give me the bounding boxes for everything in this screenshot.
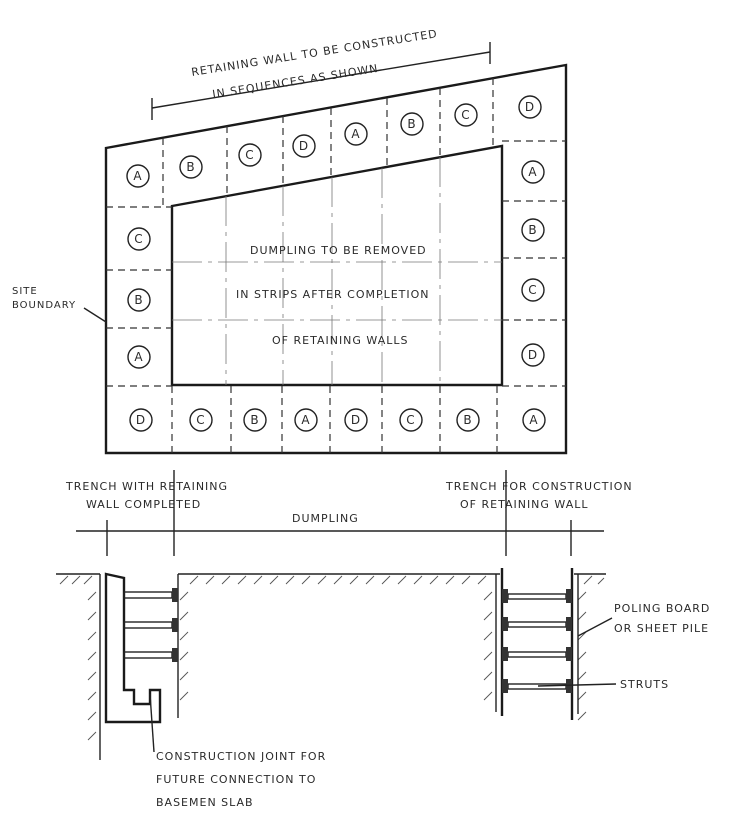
cell-circle: A — [294, 408, 318, 432]
cell-letter: D — [525, 100, 535, 114]
cell-circle: C — [189, 408, 213, 432]
cell-letter: C — [245, 148, 254, 162]
cell-letter: A — [529, 413, 538, 427]
dumpling-note-line2: IN STRIPS AFTER COMPLETION — [236, 288, 430, 301]
section-view: TRENCH WITH RETAINING WALL COMPLETED DUM… — [56, 470, 710, 809]
cell-letter: C — [134, 232, 143, 246]
cell-circle: D — [344, 408, 368, 432]
cell-circle: B — [456, 408, 480, 432]
cell-circle: B — [127, 288, 151, 312]
cell-letter: A — [301, 413, 310, 427]
construction-joint-label-line3: BASEMEN SLAB — [156, 796, 254, 809]
cell-letter: B — [186, 160, 195, 174]
trench-left-label-line1: TRENCH WITH RETAINING — [65, 480, 228, 493]
dumpling-outline — [170, 144, 504, 387]
cell-circle: B — [400, 112, 424, 136]
dumpling-note-line3: OF RETAINING WALLS — [272, 334, 408, 347]
cell-letter: D — [299, 139, 309, 153]
construction-joint-leader — [149, 693, 155, 753]
poling-board-leader — [577, 617, 613, 637]
cell-circle: B — [243, 408, 267, 432]
site-boundary-label-line2: BOUNDARY — [12, 300, 76, 311]
left-trench-struts — [123, 588, 178, 662]
cell-circle: B — [179, 155, 203, 179]
cell-circle: D — [129, 408, 153, 432]
right-column-cells: A B C D — [521, 160, 545, 367]
plan-view: RETAINING WALL TO BE CONSTRUCTED IN SEQU… — [12, 27, 568, 455]
right-trench-struts — [502, 589, 572, 693]
left-column-cells: C B A — [127, 227, 151, 369]
construction-joint-label-line1: CONSTRUCTION JOINT FOR — [156, 750, 326, 763]
dumpling-note-line1: DUMPLING TO BE REMOVED — [250, 244, 427, 257]
cell-circle: A — [522, 408, 546, 432]
site-boundary-outline — [104, 63, 568, 455]
cell-letter: B — [463, 413, 472, 427]
right-strip-dividers — [502, 140, 566, 387]
cell-letter: C — [528, 283, 537, 297]
construction-joint-label-line2: FUTURE CONNECTION TO — [156, 773, 316, 786]
bottom-strip-dividers — [171, 386, 498, 453]
cell-letter: D — [136, 413, 146, 427]
cell-circle: C — [238, 143, 262, 167]
cell-circle: A — [521, 160, 545, 184]
cell-circle: A — [126, 164, 150, 188]
cell-letter: B — [250, 413, 259, 427]
retaining-wall — [104, 572, 162, 724]
cell-letter: D — [528, 348, 538, 362]
cell-circle: C — [521, 278, 545, 302]
trench-right-label-line2: OF RETAINING WALL — [460, 498, 589, 511]
trench-right-label-line1: TRENCH FOR CONSTRUCTION — [445, 480, 633, 493]
cell-circle: C — [399, 408, 423, 432]
dumpling-strip-lines — [172, 157, 502, 385]
site-boundary-leader — [83, 307, 107, 323]
cell-letter: D — [351, 413, 361, 427]
site-boundary-label-line1: SITE — [12, 286, 38, 297]
cell-circle: D — [521, 343, 545, 367]
left-strip-dividers — [106, 206, 172, 387]
cell-letter: C — [196, 413, 205, 427]
dumpling-section-label: DUMPLING — [292, 512, 359, 525]
cell-letter: A — [528, 165, 537, 179]
top-row-cells: A B C D A B C D — [126, 95, 542, 188]
poling-board-label-line1: POLING BOARD — [614, 602, 710, 615]
cell-letter: A — [351, 127, 360, 141]
struts-label: STRUTS — [620, 678, 669, 691]
ground-hatching — [59, 575, 605, 741]
struts-leader — [537, 683, 617, 687]
cell-letter: C — [461, 108, 470, 122]
title-dimension-line — [151, 51, 491, 109]
bottom-row-cells: D C B A D C B A — [129, 408, 546, 432]
cell-circle: A — [344, 122, 368, 146]
cell-letter: B — [134, 293, 143, 307]
cell-circle: C — [454, 103, 478, 127]
cell-letter: B — [528, 223, 537, 237]
cell-letter: C — [406, 413, 415, 427]
cell-letter: A — [133, 169, 142, 183]
poling-board-label-line2: OR SHEET PILE — [614, 622, 709, 635]
cell-circle: D — [518, 95, 542, 119]
cell-circle: B — [521, 218, 545, 242]
cell-circle: A — [127, 345, 151, 369]
trench-left-label-line2: WALL COMPLETED — [86, 498, 201, 511]
cell-circle: C — [127, 227, 151, 251]
cell-letter: A — [134, 350, 143, 364]
cell-letter: B — [407, 117, 416, 131]
cell-circle: D — [292, 134, 316, 158]
